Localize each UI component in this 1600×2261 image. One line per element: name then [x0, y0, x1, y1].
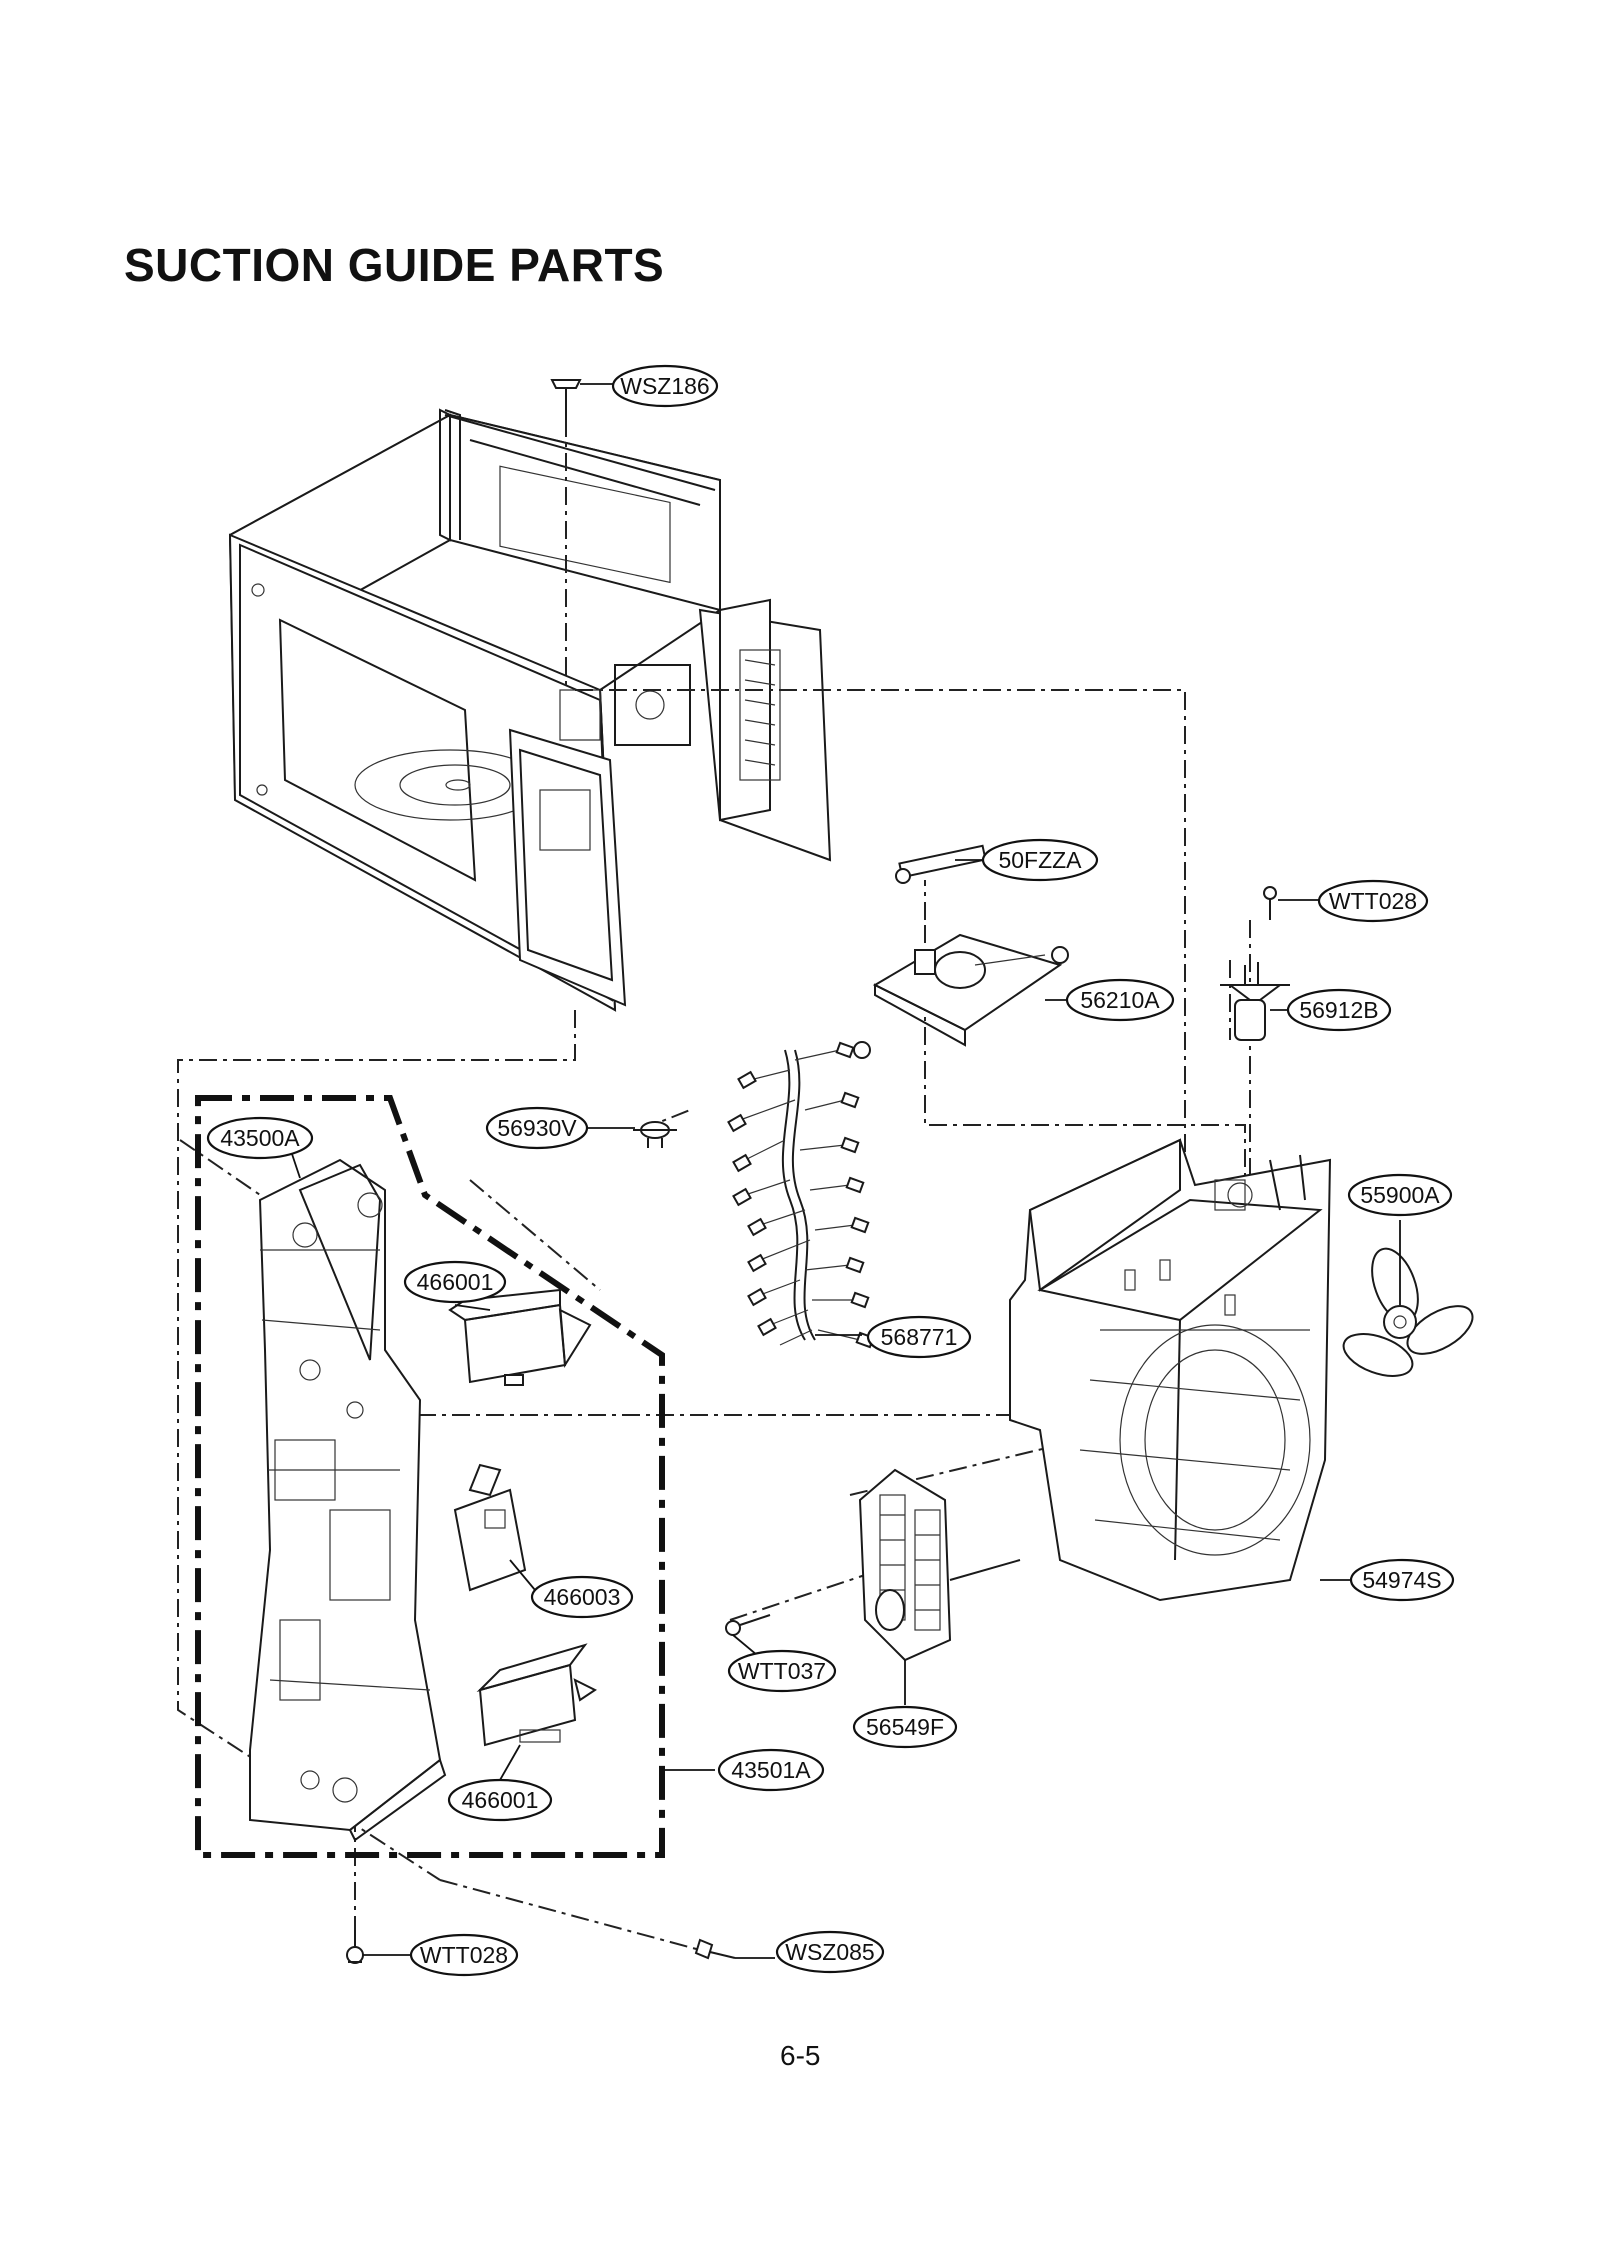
screw-wsz186	[550, 379, 582, 420]
callout-label: 56549F	[866, 1714, 944, 1740]
screw-wtt028-top	[1263, 886, 1277, 920]
lamp-socket	[1220, 962, 1290, 1041]
page-title: SUCTION GUIDE PARTS	[124, 239, 665, 291]
callout-label: 43500A	[220, 1125, 300, 1151]
callout-label: 55900A	[1360, 1182, 1440, 1208]
screw-wtt028-bottom	[346, 1930, 364, 1964]
callout-label: 466001	[417, 1269, 494, 1295]
callout-label: 568771	[881, 1324, 958, 1350]
fuse	[895, 844, 987, 884]
oven-cavity	[228, 408, 832, 1012]
callout-wsz186: WSZ186	[611, 364, 719, 408]
callout-label: WSZ085	[785, 1939, 874, 1965]
noise-filter-board	[872, 933, 1069, 1047]
callout-466001-bottom: 466001	[447, 1778, 553, 1822]
micro-switch-top	[448, 1288, 592, 1386]
latch-board	[249, 1158, 447, 1842]
callout-466003: 466003	[530, 1575, 634, 1619]
callout-label: WTT037	[738, 1658, 826, 1684]
callout-wtt037: WTT037	[727, 1649, 837, 1693]
wire-harness	[727, 1041, 875, 1349]
callout-wtt028-top: WTT028	[1317, 879, 1429, 923]
callout-label: 466001	[462, 1787, 539, 1813]
callout-wsz085: WSZ085	[775, 1930, 885, 1974]
callout-56210a: 56210A	[1065, 978, 1175, 1022]
callout-label: WTT028	[1329, 888, 1417, 914]
fan-blade	[1342, 1247, 1474, 1377]
screw-wtt037	[725, 1614, 771, 1636]
page-number: 6-5	[780, 2040, 821, 2071]
screw-wsz085	[694, 1938, 736, 1960]
callout-56912b: 56912B	[1286, 988, 1392, 1032]
leader-lines	[289, 383, 1401, 1959]
callout-label: 50FZZA	[998, 847, 1082, 873]
callout-label: 466003	[544, 1584, 621, 1610]
callout-56549f: 56549F	[852, 1705, 958, 1749]
callout-label: WTT028	[420, 1942, 508, 1968]
suction-guide	[1009, 1138, 1332, 1602]
micro-switch-middle	[453, 1463, 527, 1592]
callout-466001-top: 466001	[403, 1260, 507, 1304]
fan-motor	[858, 1468, 1021, 1662]
callout-56930v: 56930V	[485, 1106, 589, 1150]
callout-label: 56912B	[1299, 997, 1378, 1023]
callout-wtt028-bottom: WTT028	[409, 1933, 519, 1977]
callout-43501a: 43501A	[717, 1748, 825, 1792]
callout-50fzza: 50FZZA	[981, 838, 1099, 882]
callout-label: 56930V	[497, 1115, 577, 1141]
callout-54974s: 54974S	[1349, 1558, 1455, 1602]
callout-55900a: 55900A	[1347, 1173, 1453, 1217]
callout-label: 43501A	[731, 1757, 811, 1783]
callout-label: WSZ186	[620, 373, 709, 399]
callout-568771: 568771	[866, 1315, 972, 1359]
thermal-cutout	[633, 1121, 677, 1148]
micro-switch-bottom	[476, 1643, 597, 1747]
callout-43500a: 43500A	[206, 1116, 314, 1160]
callout-label: 54974S	[1362, 1567, 1441, 1593]
assembly-frame-43501a	[195, 1095, 665, 1858]
callout-label: 56210A	[1080, 987, 1160, 1013]
